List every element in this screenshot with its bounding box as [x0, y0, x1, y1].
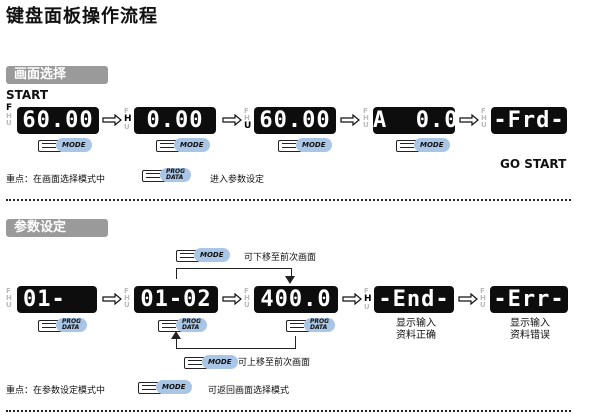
arrow-right-icon	[222, 114, 242, 126]
lcd-display: 60.00	[17, 107, 99, 134]
mode-key-button[interactable]: MODE	[138, 380, 200, 394]
arrow-right-icon	[458, 293, 478, 305]
lcd-display: 01-02	[134, 286, 218, 313]
go-start-label: GO START	[500, 157, 567, 171]
arrow-right-icon	[102, 114, 122, 126]
lcd-display: -End-	[374, 286, 454, 313]
arrow-down-icon	[285, 276, 295, 284]
arrow-up-icon	[171, 331, 181, 339]
note-text: 可上移至前次画面	[238, 358, 311, 368]
section-heading-screen-select: 画面选择	[6, 66, 108, 84]
caption-data-correct: 显示输入资料正确	[396, 318, 436, 341]
divider	[6, 410, 571, 412]
lcd-display: -Frd-	[491, 107, 567, 134]
arrow-right-icon	[102, 293, 122, 305]
mode-key-label: MODE	[194, 248, 230, 262]
divider	[6, 199, 571, 201]
flow-bracket-top	[176, 268, 292, 279]
lcd-display: 0.00	[134, 107, 216, 134]
mode-key-button[interactable]: MODE	[156, 138, 216, 152]
note-text: 进入参数设定	[210, 175, 265, 185]
note-text: 重点：在参数设定模式中	[6, 386, 106, 396]
start-label: START	[6, 88, 49, 102]
mode-key-button[interactable]: MODE	[278, 138, 338, 152]
mode-key-button[interactable]: MODE	[38, 138, 98, 152]
mode-key-button[interactable]: MODE	[396, 138, 456, 152]
mode-key-button[interactable]: MODE	[176, 248, 240, 262]
flow-bracket-bottom	[176, 336, 296, 349]
lcd-display: 60.00	[254, 107, 336, 134]
arrow-right-icon	[340, 114, 360, 126]
mode-key-label: MODE	[56, 138, 92, 152]
lcd-display: -Err-	[490, 286, 568, 313]
arrow-right-icon	[342, 293, 362, 305]
lcd-display: A 0.0	[373, 107, 459, 134]
mode-key-label: MODE	[174, 138, 210, 152]
mode-key-label: MODE	[156, 380, 192, 394]
lcd-display: 400.0	[254, 286, 338, 313]
arrow-right-icon	[222, 293, 242, 305]
arrow-right-icon	[459, 114, 479, 126]
section-heading-param-setting: 参数设定	[6, 219, 108, 237]
caption-data-error: 显示输入资料错误	[510, 318, 550, 341]
note-text: 重点：在画面选择模式中	[6, 175, 106, 185]
lcd-display: 01-	[17, 286, 97, 313]
mode-key-button[interactable]: MODE	[184, 355, 238, 369]
page-title: 键盘面板操作流程	[6, 6, 158, 27]
mode-key-label: MODE	[296, 138, 332, 152]
note-text: 可返回画面选择模式	[208, 386, 290, 396]
note-text: 可下移至前次画面	[244, 253, 317, 263]
mode-key-label: MODE	[414, 138, 450, 152]
mode-key-label: MODE	[202, 355, 238, 369]
